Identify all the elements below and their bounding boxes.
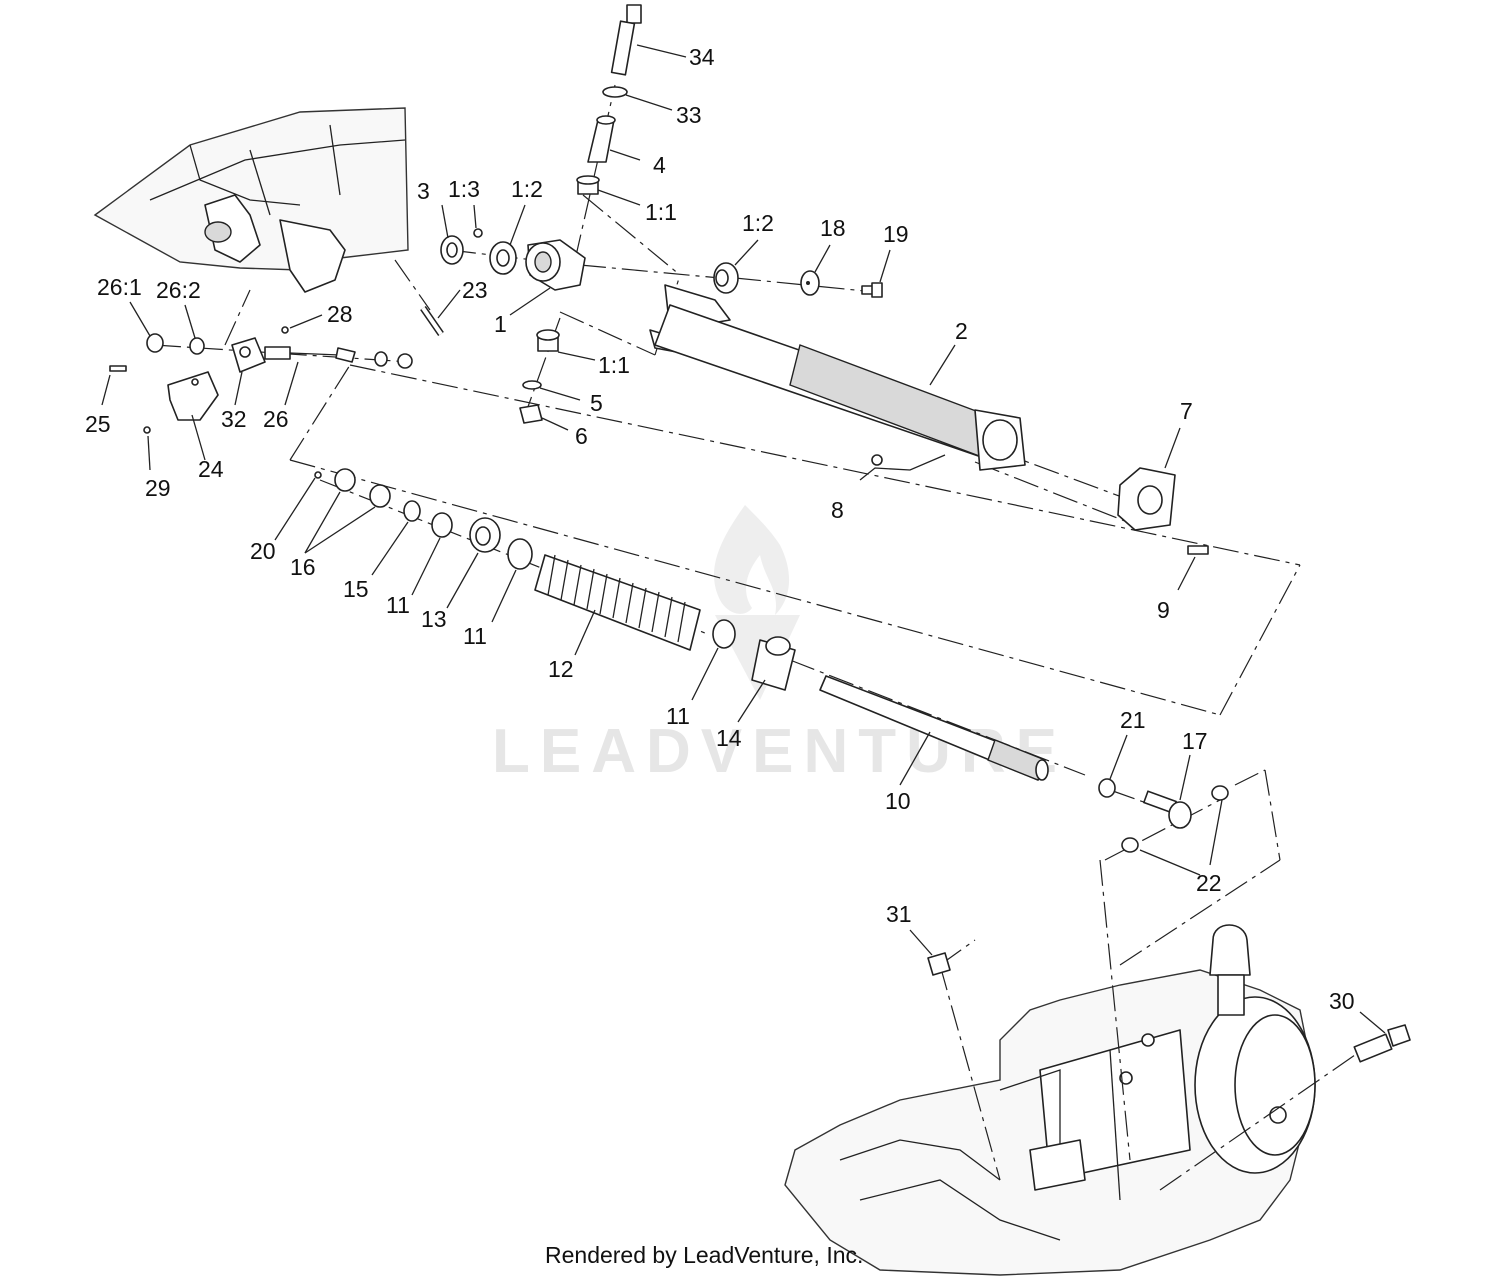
callout-1-2-right: 1:2 — [742, 210, 774, 236]
callout-14: 14 — [716, 725, 742, 751]
callout-13: 13 — [421, 606, 447, 632]
callout-3: 3 — [417, 178, 430, 204]
callout-15: 15 — [343, 576, 369, 602]
callout-17: 17 — [1182, 728, 1208, 754]
leader-lines — [101, 44, 1386, 1034]
callout-20: 20 — [250, 538, 276, 564]
part-29-screw — [143, 426, 151, 434]
part-3-washer — [440, 235, 464, 265]
callout-32: 32 — [221, 406, 247, 432]
deck-assembly — [784, 924, 1316, 1276]
callout-16: 16 — [290, 554, 316, 580]
callout-23: 23 — [462, 277, 488, 303]
callout-26: 26 — [263, 406, 289, 432]
callout-11-b: 11 — [463, 623, 487, 649]
footer-credit: Rendered by LeadVenture, Inc. — [545, 1242, 864, 1268]
part-20-pin — [314, 471, 322, 479]
alignment-lines — [154, 84, 1356, 1191]
frame-upper-left — [93, 107, 409, 293]
part-18-washer — [800, 270, 820, 296]
part-30-bolt — [1353, 1024, 1411, 1063]
callout-26-2: 26:2 — [156, 277, 201, 303]
part-26-2-washer — [189, 337, 205, 355]
part-12-spring — [534, 554, 701, 651]
part-26-1-nut — [146, 333, 164, 353]
callout-7: 7 — [1180, 398, 1193, 424]
part-11-washer-a — [431, 512, 453, 538]
part-13-spacer — [469, 517, 501, 553]
callout-29: 29 — [145, 475, 171, 501]
callout-2: 2 — [955, 318, 968, 344]
part-33-washer — [602, 86, 628, 98]
callout-31: 31 — [886, 901, 912, 927]
callout-19: 19 — [883, 221, 909, 247]
callout-1-1-bottom: 1:1 — [598, 352, 630, 378]
part-21-nut — [1098, 778, 1116, 798]
part-24-mount-plate — [167, 371, 219, 421]
part-6-nut — [519, 404, 543, 424]
callout-18: 18 — [820, 215, 846, 241]
callout-1-1-top: 1:1 — [645, 199, 677, 225]
callout-labels: 34 33 4 1:1 3 1:3 1:2 1:2 18 19 23 1 2 2… — [85, 44, 1355, 1014]
part-1-3-fitting — [473, 228, 483, 238]
callout-8: 8 — [831, 497, 844, 523]
part-10-rod — [819, 675, 1049, 781]
callout-25: 25 — [85, 411, 111, 437]
callout-1-2-left: 1:2 — [511, 176, 543, 202]
callout-1-3: 1:3 — [448, 176, 480, 202]
part-31-nut — [927, 952, 951, 976]
callout-12: 12 — [548, 656, 574, 682]
callout-22: 22 — [1196, 870, 1222, 896]
callout-26-1: 26:1 — [97, 274, 142, 300]
part-22-bushings — [1121, 785, 1229, 853]
callout-4: 4 — [653, 152, 666, 178]
part-7-flange — [1117, 467, 1176, 531]
callout-6: 6 — [575, 423, 588, 449]
part-8-nut — [871, 454, 883, 466]
part-16-nuts — [334, 468, 391, 508]
callout-1: 1 — [494, 311, 507, 337]
part-5-washer — [522, 380, 542, 390]
part-19-bolt — [861, 282, 883, 298]
part-23-pin — [420, 306, 444, 336]
callout-33: 33 — [676, 102, 702, 128]
part-34-bolt — [610, 4, 642, 76]
part-25-pin — [109, 365, 127, 372]
callout-28: 28 — [327, 301, 353, 327]
part-1-2-bushing-right — [713, 262, 739, 294]
part-26-cable — [264, 346, 413, 369]
part-9-bolt — [1187, 545, 1209, 555]
callout-30: 30 — [1329, 988, 1355, 1014]
callout-5: 5 — [590, 390, 603, 416]
part-28-screw — [281, 326, 289, 334]
callout-11-c: 11 — [666, 703, 690, 729]
callout-21: 21 — [1120, 707, 1146, 733]
part-32-bracket — [231, 337, 266, 373]
part-4-spacer — [587, 115, 616, 163]
callout-10: 10 — [885, 788, 911, 814]
part-11-washer-b — [507, 538, 533, 570]
part-1-1-bushing-top — [576, 175, 600, 195]
part-17-rod-end — [1143, 790, 1192, 829]
part-1-1-bushing-bottom — [536, 329, 560, 352]
part-15-washer — [403, 500, 421, 522]
callout-34: 34 — [689, 44, 715, 70]
part-2-tube — [649, 284, 1026, 471]
part-14-sleeve — [751, 636, 796, 691]
callout-11-a: 11 — [386, 592, 410, 618]
part-11-washer-c — [712, 619, 736, 649]
callout-9: 9 — [1157, 597, 1170, 623]
part-1-pivot-block — [525, 239, 586, 291]
part-1-2-bushing-left — [489, 241, 517, 275]
callout-24: 24 — [198, 456, 224, 482]
